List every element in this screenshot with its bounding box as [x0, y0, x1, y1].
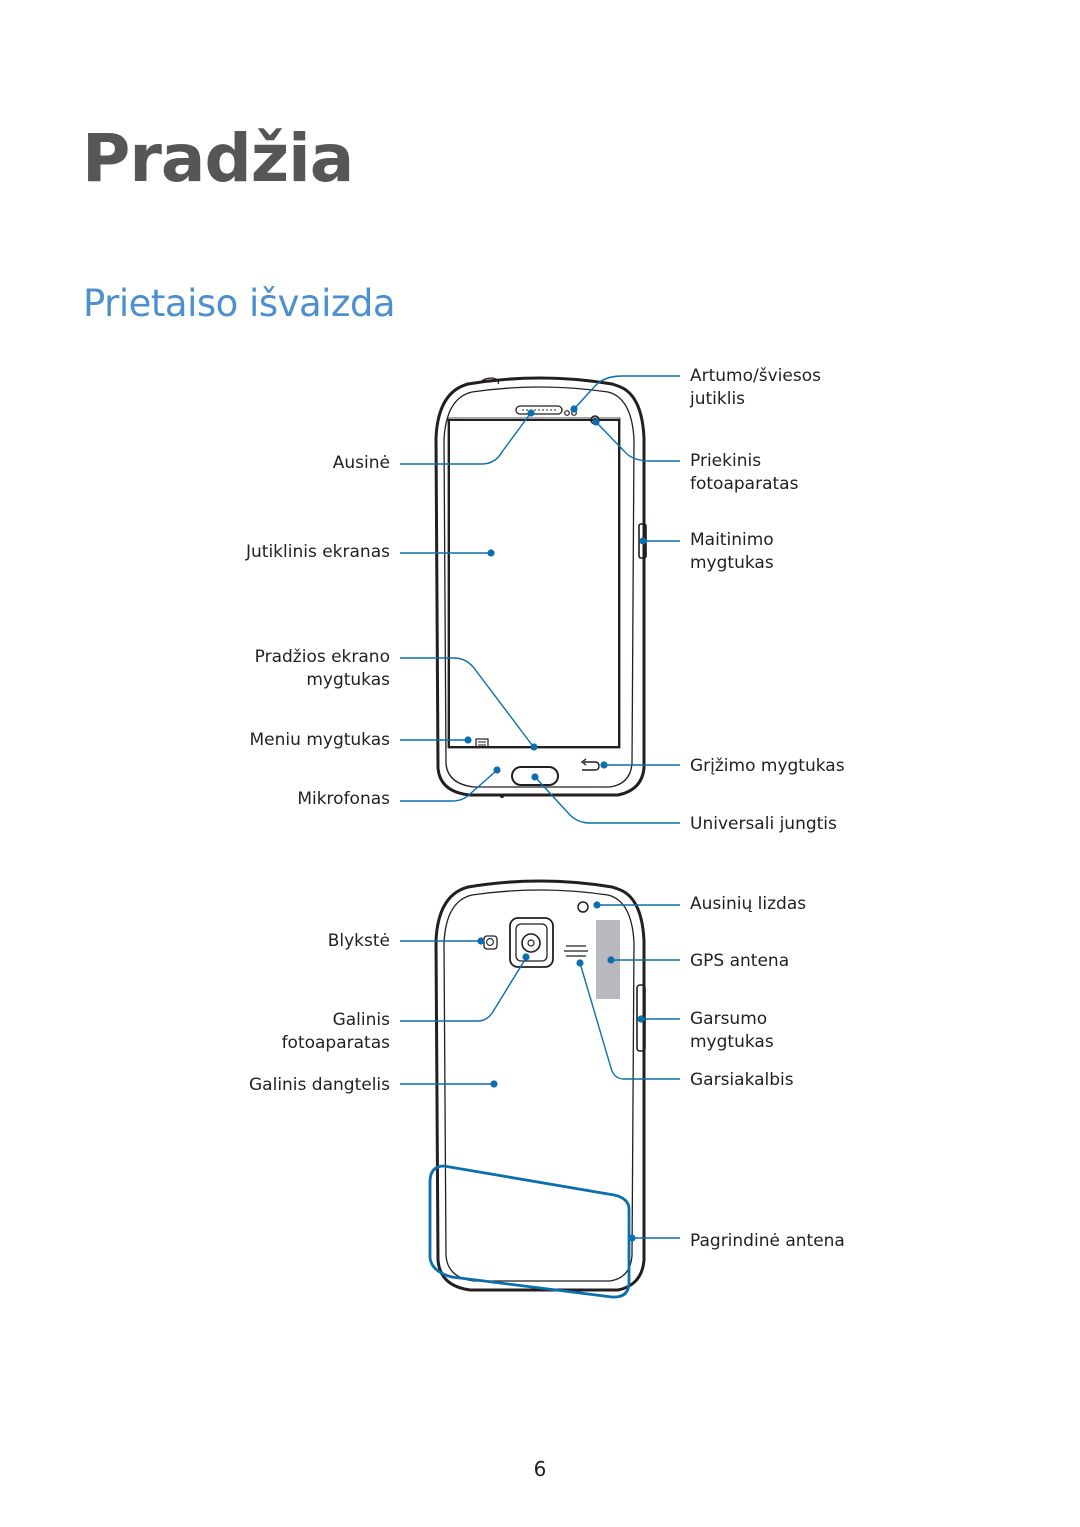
label-earpiece: Ausinė [332, 453, 390, 473]
back-phone [434, 879, 646, 1292]
label-front-camera: Priekinis fotoaparatas [690, 451, 799, 494]
chapter-title: Pradžia [82, 120, 354, 197]
label-rear-camera: Galinis fotoaparatas [281, 1010, 390, 1053]
label-gps-antenna: GPS antena [690, 951, 790, 971]
label-headset-jack: Ausinių lizdas [690, 894, 807, 914]
callout-dots [464, 405, 647, 1242]
label-multipurpose-jack: Universali jungtis [690, 814, 837, 834]
label-back-button: Grįžimo mygtukas [690, 756, 845, 776]
label-home-button: Pradžios ekrano mygtukas [254, 647, 390, 690]
label-back-cover: Galinis dangtelis [249, 1075, 390, 1095]
section-title: Prietaiso išvaizda [83, 282, 396, 325]
label-microphone: Mikrofonas [297, 789, 390, 809]
label-proximity-sensor: Artumo/šviesos jutiklis [690, 366, 821, 409]
label-speaker: Garsiakalbis [690, 1070, 794, 1090]
callout-lines [400, 375, 680, 1299]
page-number: 6 [533, 1457, 547, 1481]
label-menu-button: Meniu mygtukas [249, 730, 390, 750]
label-power-button: Maitinimo mygtukas [690, 530, 774, 573]
label-volume-button: Garsumo mygtukas [690, 1009, 774, 1052]
label-touchscreen: Jutiklinis ekranas [246, 542, 390, 562]
label-main-antenna: Pagrindinė antena [690, 1231, 845, 1251]
label-flash: Blykstė [327, 931, 390, 951]
